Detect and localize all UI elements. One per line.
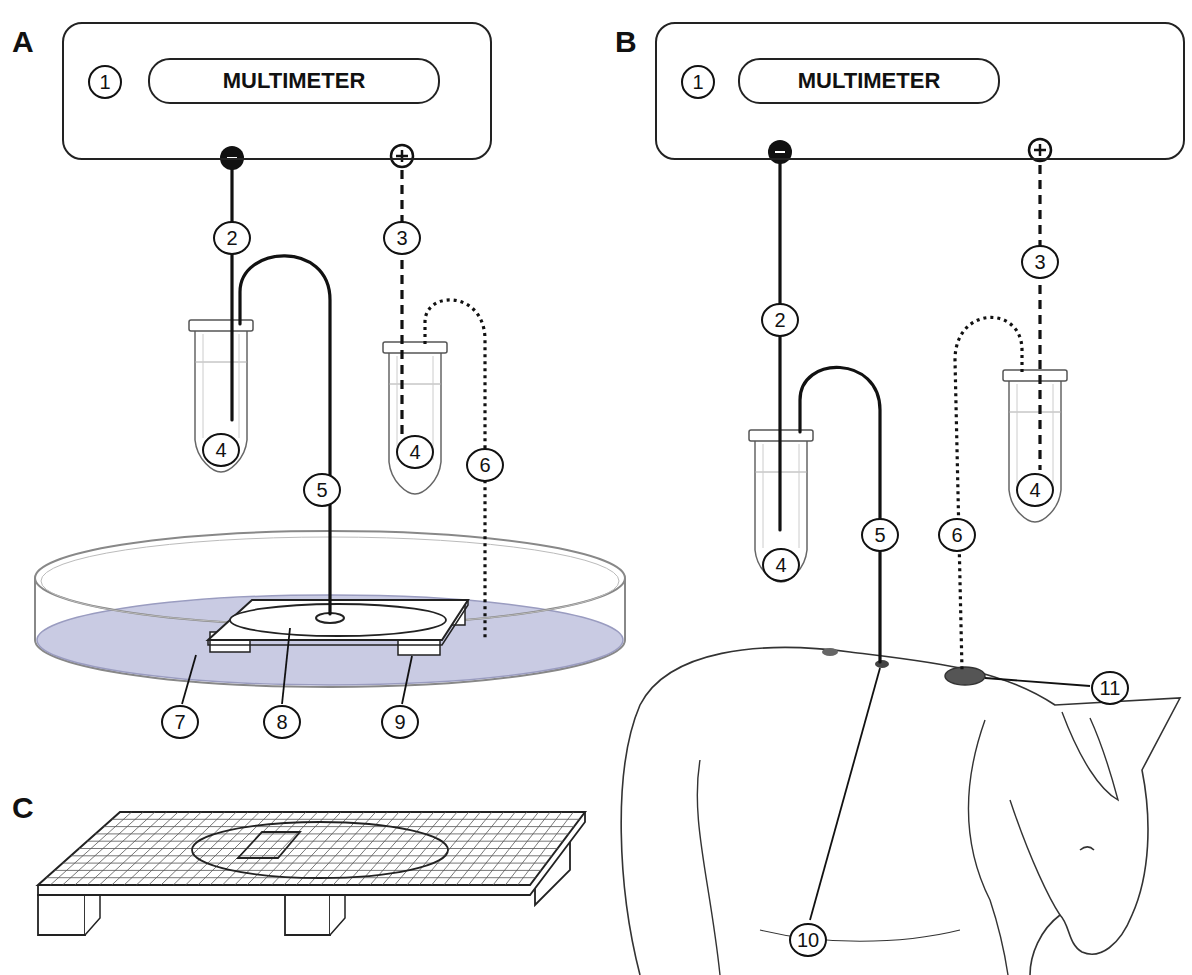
skin-electrode-large: [945, 667, 985, 685]
tube-inner: [203, 334, 204, 438]
cable: [778, 160, 781, 530]
tube-inner: [433, 356, 434, 460]
tissue-outline: [192, 822, 448, 878]
grid-line: [104, 826, 574, 827]
negative-terminal: [220, 146, 244, 170]
tube-cap: [189, 320, 253, 331]
callout-number: 6: [938, 518, 976, 552]
callout-number: 4: [762, 548, 800, 582]
reference-tube: [383, 342, 447, 494]
pig-jaw: [1010, 800, 1060, 915]
callout-number: 7: [161, 705, 199, 739]
panel-letter: B: [615, 27, 637, 57]
callout-number: 1: [681, 65, 715, 99]
callout-number: 2: [213, 221, 251, 255]
cable: [240, 256, 330, 614]
plus-sign: [1039, 144, 1042, 156]
grid-plate: [38, 812, 585, 885]
leader-line: [182, 655, 196, 704]
positive-terminal: [391, 145, 413, 167]
grid-line: [54, 870, 541, 871]
device-name: MULTIMETER: [223, 68, 366, 94]
callout-number: 11: [1091, 671, 1129, 705]
reference-tube: [1003, 370, 1067, 522]
grid-line: [79, 848, 558, 849]
cable: [800, 367, 880, 662]
display-label: MULTIMETER: [738, 58, 1000, 104]
leader-line: [985, 678, 1090, 686]
tube-inner: [239, 334, 240, 438]
panel-letter: C: [12, 793, 34, 823]
tube-inner: [799, 444, 800, 548]
pig-eye: [1080, 847, 1094, 850]
positive-terminal: [1029, 139, 1051, 161]
tube-body: [389, 352, 441, 494]
minus-sign: [775, 151, 785, 153]
callout-number: 5: [861, 518, 899, 552]
callout-number: 1: [88, 65, 122, 99]
grid-line: [112, 819, 580, 820]
leader-line: [402, 656, 412, 704]
callout-number: 2: [761, 303, 799, 337]
tube-inner: [1017, 384, 1018, 488]
grid-line: [95, 833, 568, 834]
pig-hind-leg: [697, 760, 720, 975]
drawing: [35, 139, 1180, 975]
display-label: MULTIMETER: [148, 58, 440, 104]
platform-plate: [208, 600, 468, 640]
callout-number: 3: [383, 221, 421, 255]
pig-ear: [1062, 712, 1118, 800]
skin-electrode: [875, 660, 889, 668]
dashed-cable: [400, 170, 403, 440]
grid-plate-edge: [38, 812, 585, 895]
tube-body: [195, 330, 247, 472]
grid-line: [71, 855, 552, 856]
grid-leg: [285, 895, 330, 935]
callout-number: 9: [381, 705, 419, 739]
callout-number: 3: [1021, 245, 1059, 279]
dotted-cable: [955, 317, 1022, 670]
tube-inner: [763, 444, 764, 548]
callout-number: 10: [789, 923, 827, 957]
panel-letter: A: [12, 27, 34, 57]
multimeter-box: 1 MULTIMETER: [655, 22, 1185, 160]
electrode-mark: [238, 832, 300, 858]
device-name: MULTIMETER: [798, 68, 941, 94]
grid-mesh: [46, 812, 579, 885]
pig-outline: [621, 647, 1180, 975]
tube-inner: [1053, 384, 1054, 488]
callout-number: 5: [303, 473, 341, 507]
callout-number: 6: [466, 448, 504, 482]
callout-number: 4: [396, 435, 434, 469]
cable: [230, 160, 233, 420]
leader-line: [810, 668, 880, 920]
tube-cap: [1003, 370, 1067, 381]
plus-sign: [401, 150, 404, 162]
grid-line: [63, 863, 547, 864]
pig-shoulder: [969, 720, 1008, 975]
callout-number: 4: [202, 433, 240, 467]
callout-number: 8: [263, 705, 301, 739]
callout-number: 4: [1016, 473, 1054, 507]
grid-leg: [38, 895, 85, 935]
multimeter-box: 1 MULTIMETER: [62, 22, 492, 160]
tube-cap: [383, 342, 447, 353]
negative-terminal: [768, 140, 792, 164]
grid-line: [87, 841, 563, 842]
skin-spot: [822, 648, 838, 656]
leader-line: [282, 628, 290, 704]
platform-edge: [208, 600, 468, 645]
tube-body: [1009, 380, 1061, 522]
dashed-cable: [1038, 165, 1041, 470]
tissue-disc: [230, 604, 446, 636]
reference-tube: [189, 320, 253, 472]
